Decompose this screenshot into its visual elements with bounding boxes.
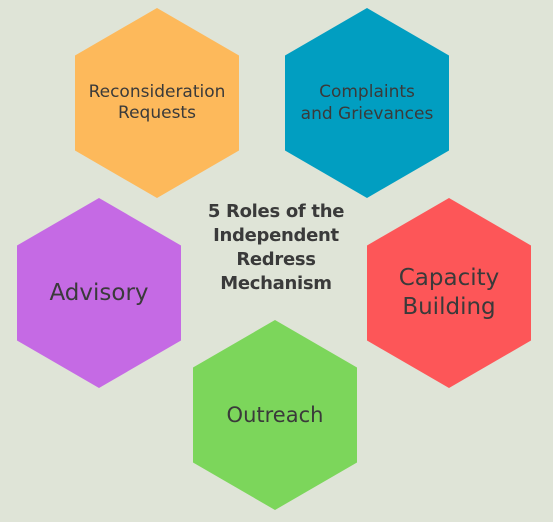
hexagon-label: Reconsideration Requests [88, 82, 226, 123]
hexagon-complaints-and-grievances: Complaints and Grievances [285, 8, 449, 198]
hexagon-outreach: Outreach [193, 320, 357, 510]
hexagon-reconsideration-requests: Reconsideration Requests [75, 8, 239, 198]
hexagon-advisory: Advisory [17, 198, 181, 388]
diagram-title: 5 Roles of the Independent Redress Mecha… [207, 201, 345, 294]
hexagon-label: Outreach [226, 403, 324, 427]
hexagon-label: Complaints and Grievances [300, 82, 434, 124]
hexagon-label: Advisory [49, 280, 149, 306]
hexagon-label: Capacity Building [398, 265, 500, 320]
hexagon-capacity-building: Capacity Building [367, 198, 531, 388]
